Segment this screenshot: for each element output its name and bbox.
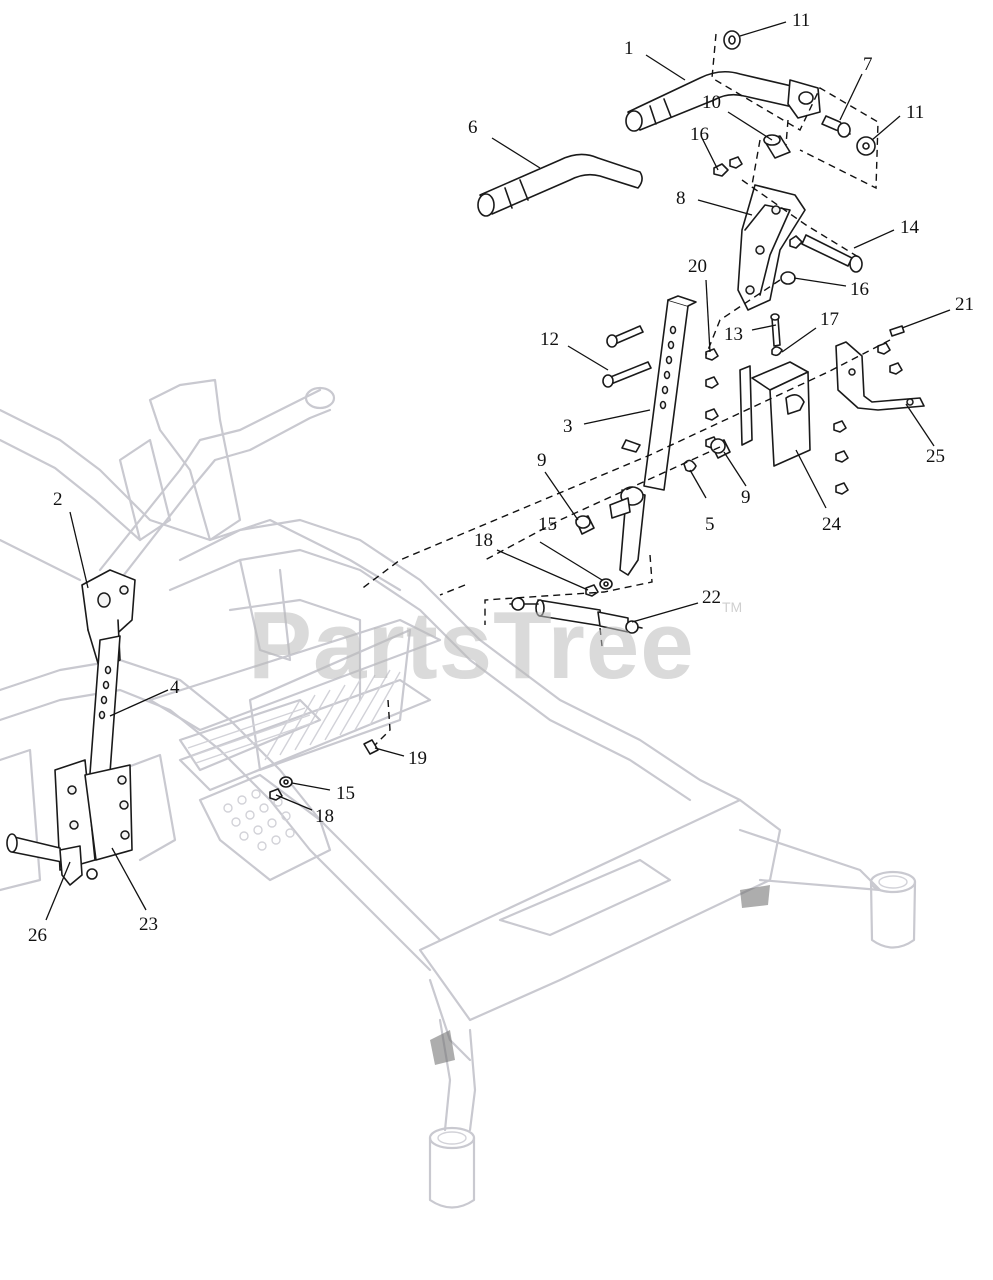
callout-2: 2 xyxy=(53,489,63,510)
callout-11b: 11 xyxy=(906,102,924,123)
part-1-handle xyxy=(625,70,821,132)
callout-3: 3 xyxy=(563,416,573,437)
part-19-bolt xyxy=(363,739,379,755)
part-12-bolts xyxy=(602,325,652,388)
callout-20: 20 xyxy=(688,256,707,277)
callout-11a: 11 xyxy=(792,10,810,31)
part-11-washers xyxy=(723,30,876,156)
callout-7: 7 xyxy=(863,54,873,75)
callout-16b: 16 xyxy=(850,279,869,300)
callout-18a: 18 xyxy=(474,530,493,551)
callout-5: 5 xyxy=(705,514,715,535)
callout-6: 6 xyxy=(468,117,478,138)
callout-8: 8 xyxy=(676,188,686,209)
callout-1: 1 xyxy=(624,38,634,59)
callout-15a: 15 xyxy=(538,514,557,535)
callout-26: 26 xyxy=(28,925,47,946)
part-22-damper xyxy=(509,597,643,634)
callout-14: 14 xyxy=(900,217,920,238)
callout-21: 21 xyxy=(955,294,974,315)
part-25-bracket xyxy=(835,341,925,411)
callout-4: 4 xyxy=(170,677,180,698)
part-20-nuts xyxy=(705,348,719,449)
callout-13: 13 xyxy=(724,324,743,345)
part-3-holes xyxy=(659,325,677,410)
part-13-bolt xyxy=(770,313,781,347)
callout-9b: 9 xyxy=(741,487,751,508)
callout-22: 22 xyxy=(702,587,721,608)
part-23-bracket xyxy=(54,759,133,871)
part-7-spacer xyxy=(821,115,851,138)
mower-frame xyxy=(0,378,917,1209)
callout-23: 23 xyxy=(139,914,158,935)
callout-25: 25 xyxy=(926,446,945,467)
part-21-bolt xyxy=(877,325,905,375)
callout-17: 17 xyxy=(820,309,839,330)
part-3-adjustment-bar xyxy=(609,295,697,576)
part-6-handle xyxy=(477,153,643,217)
part-8-mount-bracket xyxy=(737,184,806,311)
assembly-dashed-lines xyxy=(359,33,891,746)
part-17-clip xyxy=(771,346,783,357)
callout-leaders xyxy=(45,21,951,921)
callout-24: 24 xyxy=(822,514,842,535)
watermark-text: PartsTree xyxy=(248,592,695,699)
callout-19: 19 xyxy=(408,748,427,769)
part-5-clip xyxy=(683,459,697,473)
callout-12: 12 xyxy=(540,329,559,350)
callout-9a: 9 xyxy=(537,450,547,471)
callout-10: 10 xyxy=(702,92,721,113)
callout-18b: 18 xyxy=(315,806,334,827)
foot-plate-holes xyxy=(223,789,295,851)
part-24-bracket xyxy=(739,361,811,467)
hardware-nuts-24 xyxy=(833,420,849,495)
callout-15b: 15 xyxy=(336,783,355,804)
callout-16a: 16 xyxy=(690,124,709,145)
part-26-pivot xyxy=(6,833,98,886)
callout-labels: 1 2 3 4 5 6 7 8 9 9 10 11 11 12 13 14 15… xyxy=(28,10,974,946)
part-14-bolts xyxy=(789,234,863,273)
part-16-nuts xyxy=(713,156,796,285)
watermark-tm: TM xyxy=(722,599,742,615)
